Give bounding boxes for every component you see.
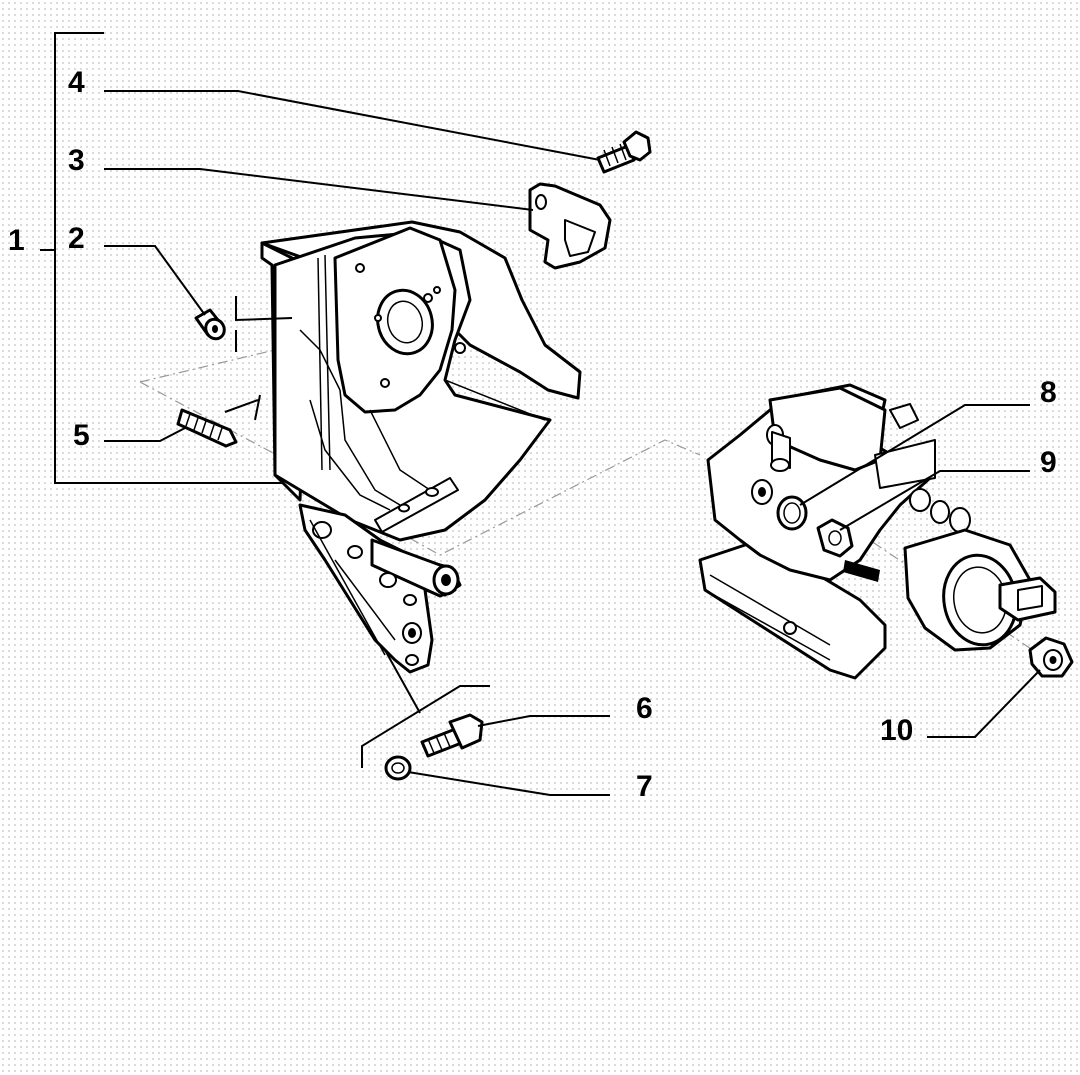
injection-pump bbox=[698, 383, 1057, 680]
lower-mounting-arm bbox=[298, 503, 462, 674]
callout-7: 7 bbox=[636, 770, 653, 803]
stud-part-5 bbox=[176, 394, 261, 448]
washer-part-7 bbox=[384, 755, 412, 781]
callout-4: 4 bbox=[68, 66, 85, 99]
bolt-part-4 bbox=[596, 130, 652, 174]
callout-2: 2 bbox=[68, 222, 85, 255]
callout-9: 9 bbox=[1040, 446, 1057, 479]
callout-labels: 1 2 3 4 5 6 7 8 9 10 bbox=[8, 66, 1057, 803]
leader-lines bbox=[104, 90, 1041, 796]
bolt-part-6 bbox=[420, 713, 484, 758]
callout-10: 10 bbox=[880, 714, 913, 747]
callout-5: 5 bbox=[73, 419, 90, 452]
callout-1: 1 bbox=[8, 224, 25, 257]
callout-8: 8 bbox=[1040, 376, 1057, 409]
clamp-part-3 bbox=[528, 182, 612, 270]
bushing-part-2 bbox=[194, 296, 293, 352]
pump-bracket-housing bbox=[260, 220, 582, 542]
group-bracket-6-7 bbox=[361, 649, 490, 768]
nut-part-10 bbox=[1028, 636, 1074, 678]
group-bracket-1 bbox=[40, 32, 290, 484]
callout-6: 6 bbox=[636, 692, 653, 725]
callout-3: 3 bbox=[68, 144, 85, 177]
